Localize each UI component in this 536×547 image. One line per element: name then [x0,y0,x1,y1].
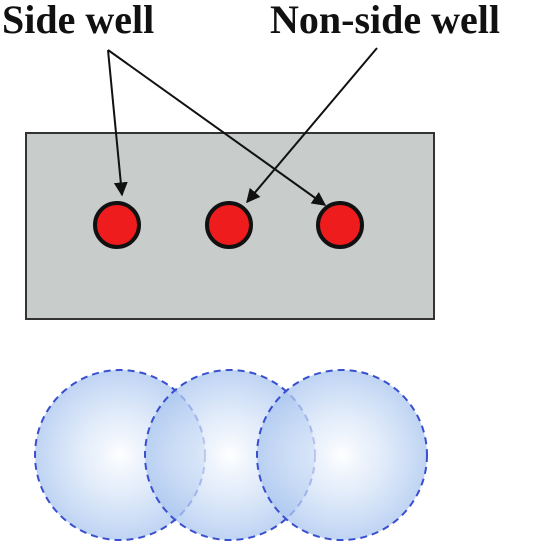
well-middle [205,201,253,249]
side-well-label: Side well [2,0,155,42]
well-right [316,201,364,249]
well-left [93,201,141,249]
non-side-well-label: Non-side well [270,0,500,42]
zone-right [256,369,428,541]
arrow-side-to-right-well [107,49,327,206]
arrow-nonside-to-middle-well [246,47,378,204]
arrow-side-to-left-well [107,49,128,197]
